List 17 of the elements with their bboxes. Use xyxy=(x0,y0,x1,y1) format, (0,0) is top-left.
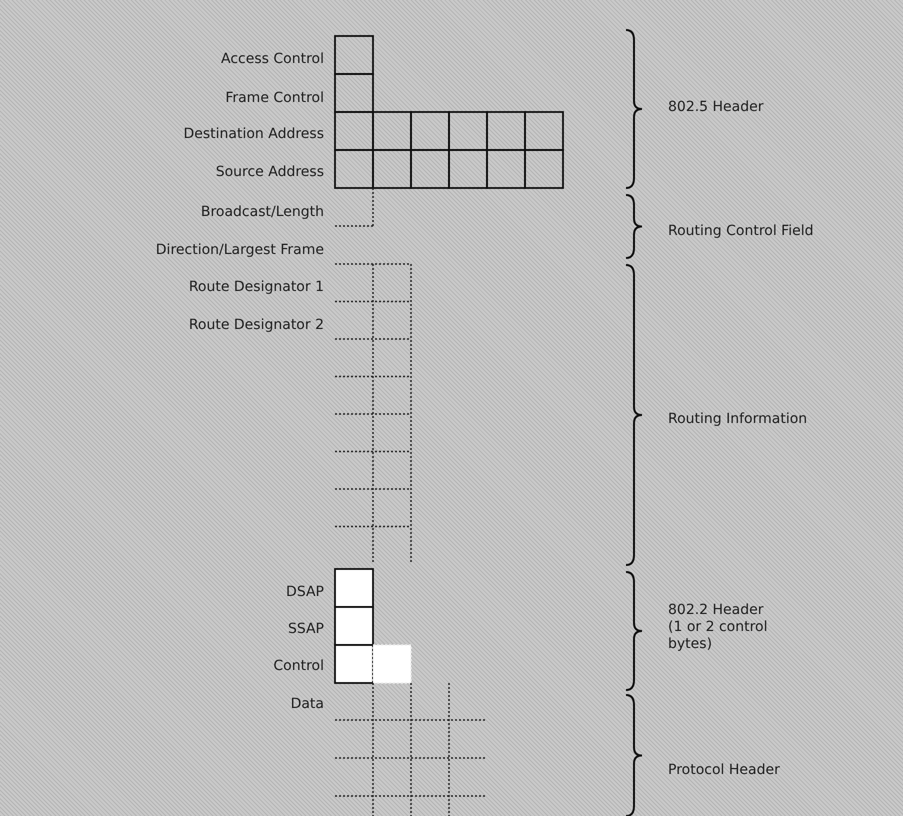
section-label: 802.5 Header xyxy=(668,99,764,116)
field-label: Broadcast/Length xyxy=(200,204,324,221)
section-label: 802.2 Header (1 or 2 control bytes) xyxy=(668,602,768,653)
field-label: Route Designator 1 xyxy=(188,279,324,296)
field-label: Destination Address xyxy=(183,126,324,143)
field-label: Frame Control xyxy=(225,90,324,107)
field-label: Data xyxy=(290,696,324,713)
field-label: DSAP xyxy=(286,584,324,601)
section-label: Protocol Header xyxy=(668,762,780,779)
field-label: Control xyxy=(273,658,324,675)
section-label: Routing Information xyxy=(668,411,808,428)
field-label: Access Control xyxy=(221,51,324,68)
field-label: Source Address xyxy=(216,164,324,181)
section-label: Routing Control Field xyxy=(668,223,814,240)
field-label: Route Designator 2 xyxy=(188,317,324,334)
field-label: Direction/Largest Frame xyxy=(156,242,324,259)
field-label: SSAP xyxy=(288,621,324,638)
